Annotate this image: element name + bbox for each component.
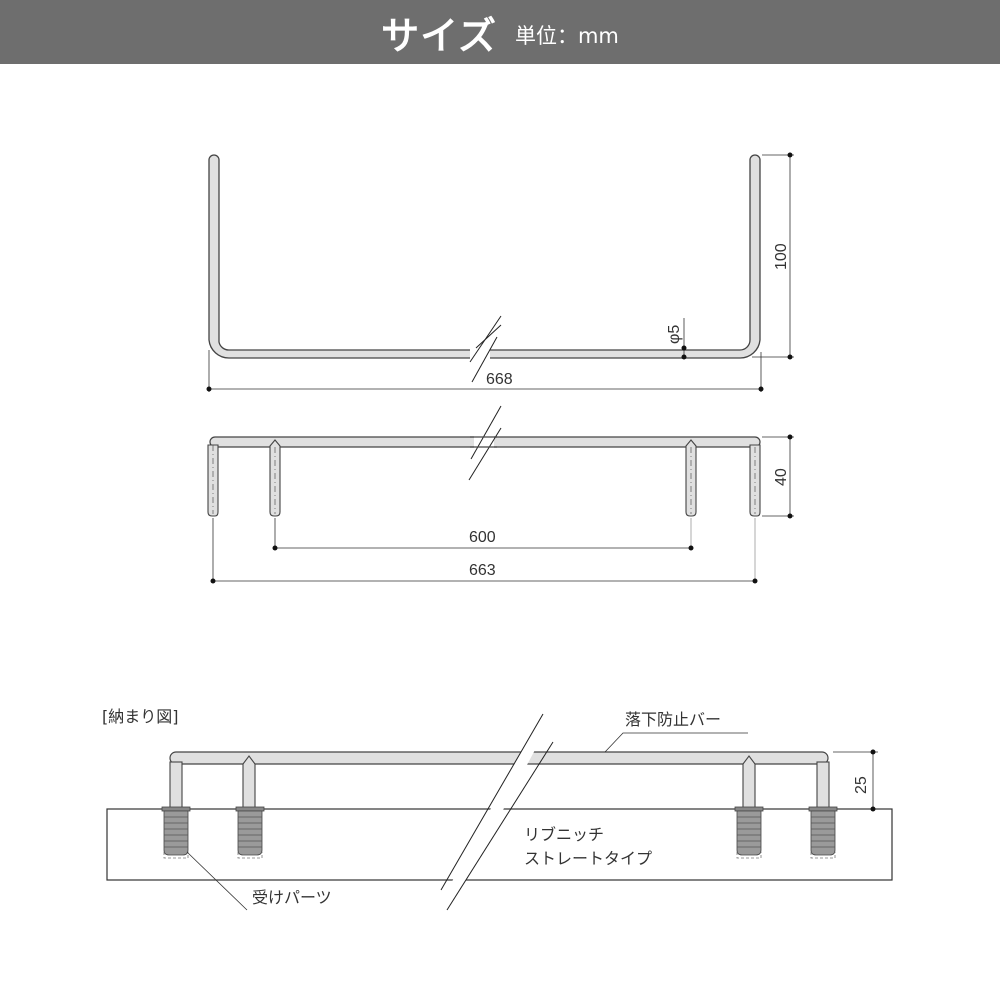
break-mark (440, 713, 544, 891)
shelf-board (106, 808, 893, 881)
width-600-label: 600 (469, 529, 496, 546)
fall-prevention-bar (169, 751, 829, 765)
title-bar: サイズ 単位：mm (0, 0, 1000, 64)
anchor-4 (808, 806, 838, 859)
leg-inner-right (685, 439, 697, 517)
installation-diagram: [納まり図] (102, 707, 893, 911)
width-663-label: 663 (469, 562, 496, 579)
top-view: 668 100 φ5 (206, 152, 794, 392)
anchor-1 (161, 806, 191, 859)
bar-label: 落下防止バー (625, 710, 721, 729)
installation-section-label: [納まり図] (102, 707, 179, 726)
break-mark (471, 336, 498, 383)
leg-outer-left (207, 444, 219, 517)
shelf-label-line2: ストレートタイプ (524, 849, 652, 868)
break-mark (446, 741, 554, 911)
height-40-label: 40 (773, 468, 790, 486)
leg-outer-right (749, 444, 761, 517)
unit-label: 単位：mm (514, 24, 619, 48)
u-rod (208, 154, 761, 359)
height-25-label: 25 (853, 776, 870, 794)
side-view: 40 600 663 (207, 405, 794, 584)
anchor-label: 受けパーツ (252, 888, 332, 907)
height-100-label: 100 (773, 243, 790, 270)
break-mark (469, 315, 502, 363)
anchor-3 (734, 806, 764, 859)
page-title: サイズ (381, 13, 497, 58)
diameter-label: φ5 (666, 325, 683, 344)
anchor-2 (235, 806, 265, 859)
leg-inner-left (269, 439, 281, 517)
shelf-label-line1: リブニッチ (524, 825, 604, 844)
width-668-label: 668 (486, 371, 513, 388)
